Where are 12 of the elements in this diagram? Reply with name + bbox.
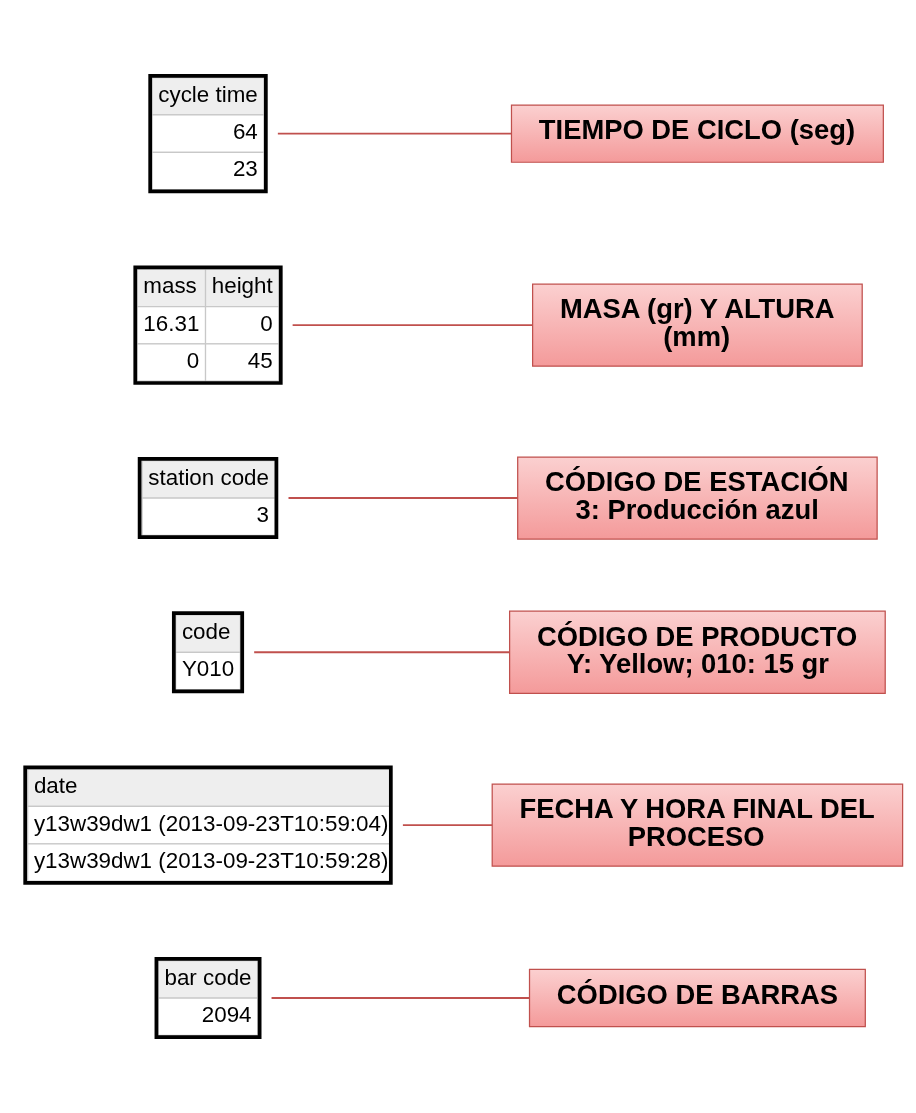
connector [270,997,531,999]
node-box: FECHA Y HORA FINAL DEL PROCESO [491,783,904,867]
connector [276,132,513,135]
connector [253,651,511,654]
connector [291,324,534,327]
node-box: MASA (gr) Y ALTURA (mm) [532,283,863,367]
node-box: CÓDIGO DE ESTACIÓN 3: Producción azul [517,456,878,540]
node-box: TIEMPO DE CICLO (seg) [510,104,884,163]
connector [287,497,519,499]
node-box: CÓDIGO DE BARRAS [528,968,866,1028]
connector [401,824,494,827]
node-box: CÓDIGO DE PRODUCTO Y: Yellow; 010: 15 gr [509,610,886,694]
